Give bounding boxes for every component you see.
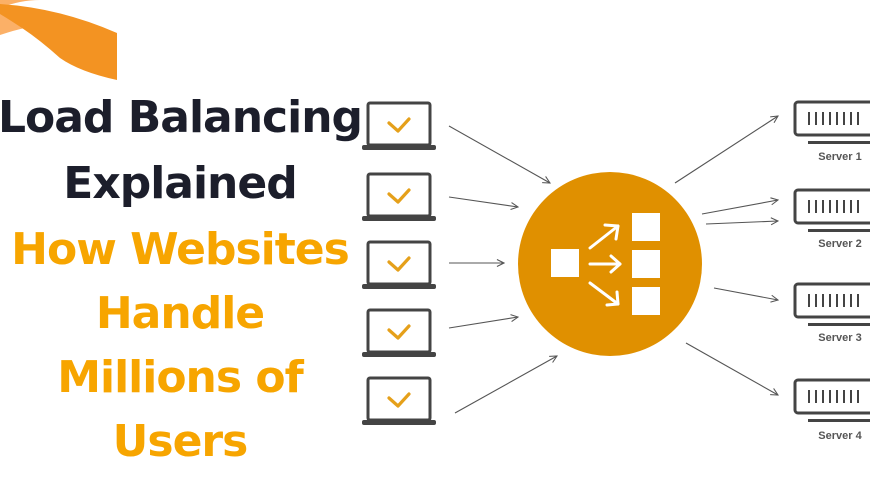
title-block: Load Balancing Explained How Websites Ha… — [0, 96, 370, 484]
client-laptop-1 — [360, 101, 438, 152]
load-balancer-icon — [518, 172, 702, 356]
subtitle-line-2: Handle — [95, 288, 265, 339]
outgoing-arrows — [674, 116, 778, 395]
server-1-icon — [793, 100, 870, 146]
title-line-1: Load Balancing — [0, 92, 363, 143]
server-4-icon — [793, 378, 870, 424]
title-line-2: Explained — [63, 158, 297, 209]
server-2-icon — [793, 188, 870, 234]
server-1-label: Server 1 — [818, 151, 862, 163]
server-2-label: Server 2 — [818, 238, 862, 250]
client-laptop-3 — [360, 240, 438, 291]
server-3-label: Server 3 — [818, 332, 862, 344]
subtitle-line-3: Millions of — [57, 352, 304, 403]
client-laptop-5 — [360, 376, 438, 427]
client-laptop-2 — [360, 172, 438, 223]
client-laptop-4 — [360, 308, 438, 359]
subtitle-line-1: How Websites — [11, 224, 350, 275]
subtitle-line-4: Users — [112, 416, 249, 467]
incoming-arrows — [448, 125, 557, 414]
server-4-label: Server 4 — [818, 430, 862, 442]
server-3-icon — [793, 282, 870, 328]
decorative-swoosh — [0, 0, 117, 80]
